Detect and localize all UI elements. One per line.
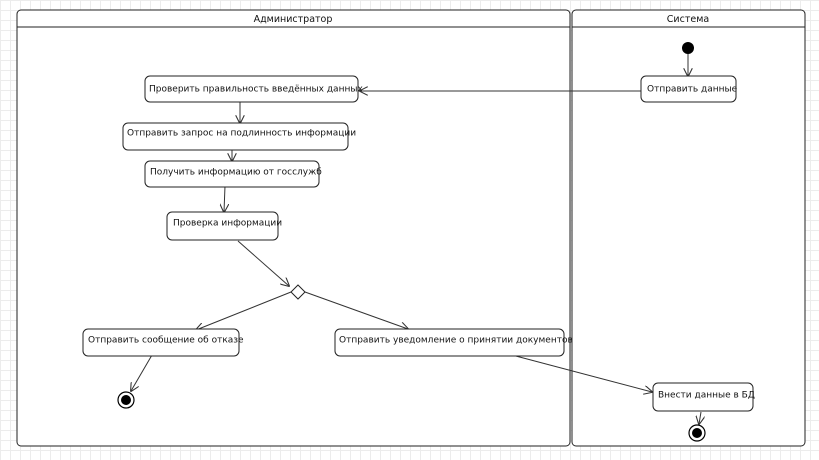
start-node[interactable]: [682, 42, 694, 54]
edges: [131, 54, 701, 424]
action-send-refusal[interactable]: Отправить сообщение об отказе: [82, 328, 244, 357]
edge-verify-to-decision: [237, 240, 289, 286]
action-send-data[interactable]: Отправить данные: [640, 75, 738, 103]
action-store-db-label: Внести данные в БД: [658, 391, 755, 401]
action-check-input-label: Проверить правильность введённых данных: [149, 85, 363, 95]
action-send-refusal-label: Отправить сообщение об отказе: [88, 336, 244, 346]
action-check-input[interactable]: Проверить правильность введённых данных: [144, 75, 363, 103]
action-verify-info-label: Проверка информации: [173, 219, 282, 229]
action-send-request[interactable]: Отправить запрос на подлинность информац…: [122, 122, 356, 151]
lane-administrator: Администратор: [16, 9, 571, 447]
action-send-acceptance-label: Отправить уведомление о принятии докумен…: [339, 336, 573, 346]
edge-db-to-end: [699, 411, 701, 424]
lane-system: Система: [571, 9, 806, 447]
action-verify-info[interactable]: Проверка информации: [166, 211, 282, 241]
edge-decision-to-acceptance: [304, 291, 408, 329]
action-send-request-label: Отправить запрос на подлинность информац…: [127, 129, 356, 139]
action-send-acceptance[interactable]: Отправить уведомление о принятии докумен…: [334, 328, 573, 357]
lane-title-administrator: Администратор: [254, 14, 333, 25]
end-node-refusal[interactable]: [117, 391, 135, 409]
edge-decision-to-refusal: [196, 291, 292, 330]
lane-title-system: Система: [667, 14, 709, 25]
edge-getinfo-to-verify: [224, 185, 225, 212]
action-get-info[interactable]: Получить информацию от госслужб: [144, 160, 322, 188]
edge-refusal-to-end: [131, 354, 153, 391]
end-node-system[interactable]: [688, 424, 706, 442]
action-get-info-label: Получить информацию от госслужб: [150, 168, 322, 178]
action-send-data-label: Отправить данные: [647, 85, 738, 95]
action-store-db[interactable]: Внести данные в БД: [652, 382, 755, 412]
decision-node[interactable]: [290, 284, 306, 300]
edge-acceptance-to-db: [511, 354, 652, 392]
